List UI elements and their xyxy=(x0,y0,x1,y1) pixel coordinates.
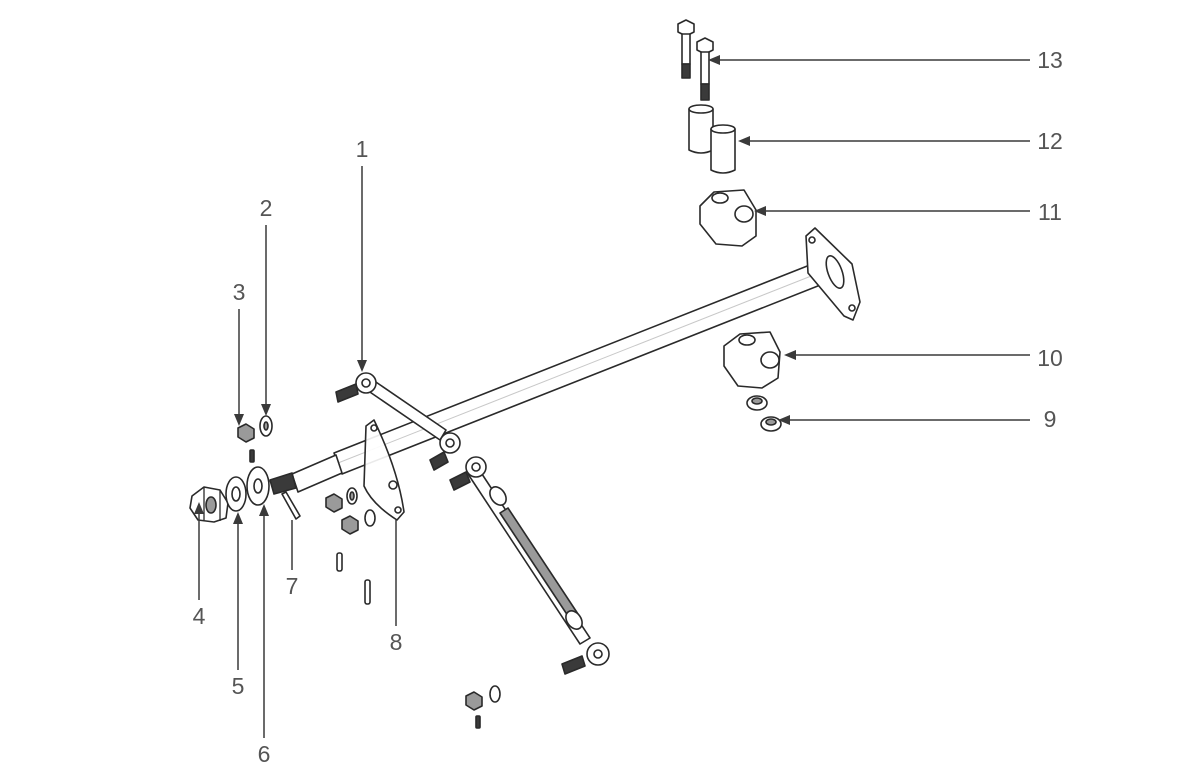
cotter-pin xyxy=(281,491,301,520)
callout-4: 4 xyxy=(193,603,206,629)
callout-9: 9 xyxy=(1044,406,1057,432)
callout-8: 8 xyxy=(390,629,403,655)
mounting-bracket-plate xyxy=(363,419,405,521)
callout-13: 13 xyxy=(1037,47,1063,73)
upper-clamp-block xyxy=(699,189,757,247)
lower-hardware xyxy=(465,685,501,729)
callout-6: 6 xyxy=(258,741,271,767)
callout-5: 5 xyxy=(232,673,245,699)
callout-labels: 1 2 3 4 5 6 7 8 9 10 11 12 13 xyxy=(193,47,1063,767)
callout-10: 10 xyxy=(1037,345,1063,371)
callout-2: 2 xyxy=(260,195,273,221)
large-castle-nut xyxy=(189,486,229,523)
flat-washer xyxy=(225,476,247,512)
small-nut xyxy=(237,423,255,463)
callout-7: 7 xyxy=(286,573,299,599)
small-washer xyxy=(259,415,273,437)
callout-3: 3 xyxy=(233,279,246,305)
bushings xyxy=(688,104,736,174)
tie-rod-assembly xyxy=(335,372,610,675)
callout-12: 12 xyxy=(1037,128,1063,154)
shaft-end-flange xyxy=(805,227,861,321)
bracket-hardware xyxy=(325,487,376,605)
callout-1: 1 xyxy=(356,136,369,162)
leader-lines xyxy=(194,55,1030,738)
callout-11: 11 xyxy=(1038,199,1062,225)
main-shaft xyxy=(269,258,834,495)
lower-clamp-block xyxy=(723,331,781,389)
thrust-washer xyxy=(246,466,270,506)
bolts xyxy=(677,19,714,101)
flange-nuts xyxy=(746,395,782,432)
